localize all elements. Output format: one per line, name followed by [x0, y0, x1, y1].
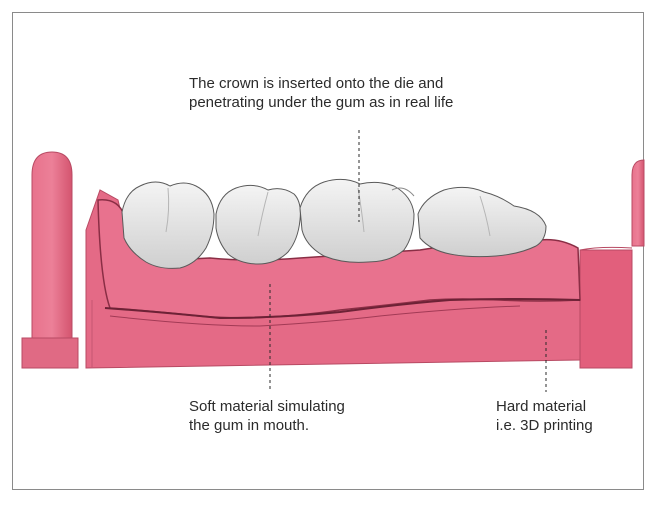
soft-material-annotation-line-1: Soft material simulating [189, 397, 345, 416]
crown-annotation: The crown is inserted onto the die and p… [189, 74, 453, 112]
hard-material-annotation-line-1: Hard material [496, 397, 593, 416]
right-die-post [632, 160, 644, 246]
crown-annotation-line-1: The crown is inserted onto the die and [189, 74, 453, 93]
soft-material-annotation: Soft material simulating the gum in mout… [189, 397, 345, 435]
crowns [122, 179, 546, 268]
hard-material-annotation-line-2: i.e. 3D printing [496, 416, 593, 435]
crown-annotation-line-2: penetrating under the gum as in real lif… [189, 93, 453, 112]
hard-material-annotation: Hard material i.e. 3D printing [496, 397, 593, 435]
tooth-3 [300, 179, 414, 262]
soft-material-annotation-line-2: the gum in mouth. [189, 416, 345, 435]
tooth-4 [418, 187, 546, 256]
tooth-2 [216, 185, 300, 264]
left-die-post [22, 152, 78, 368]
